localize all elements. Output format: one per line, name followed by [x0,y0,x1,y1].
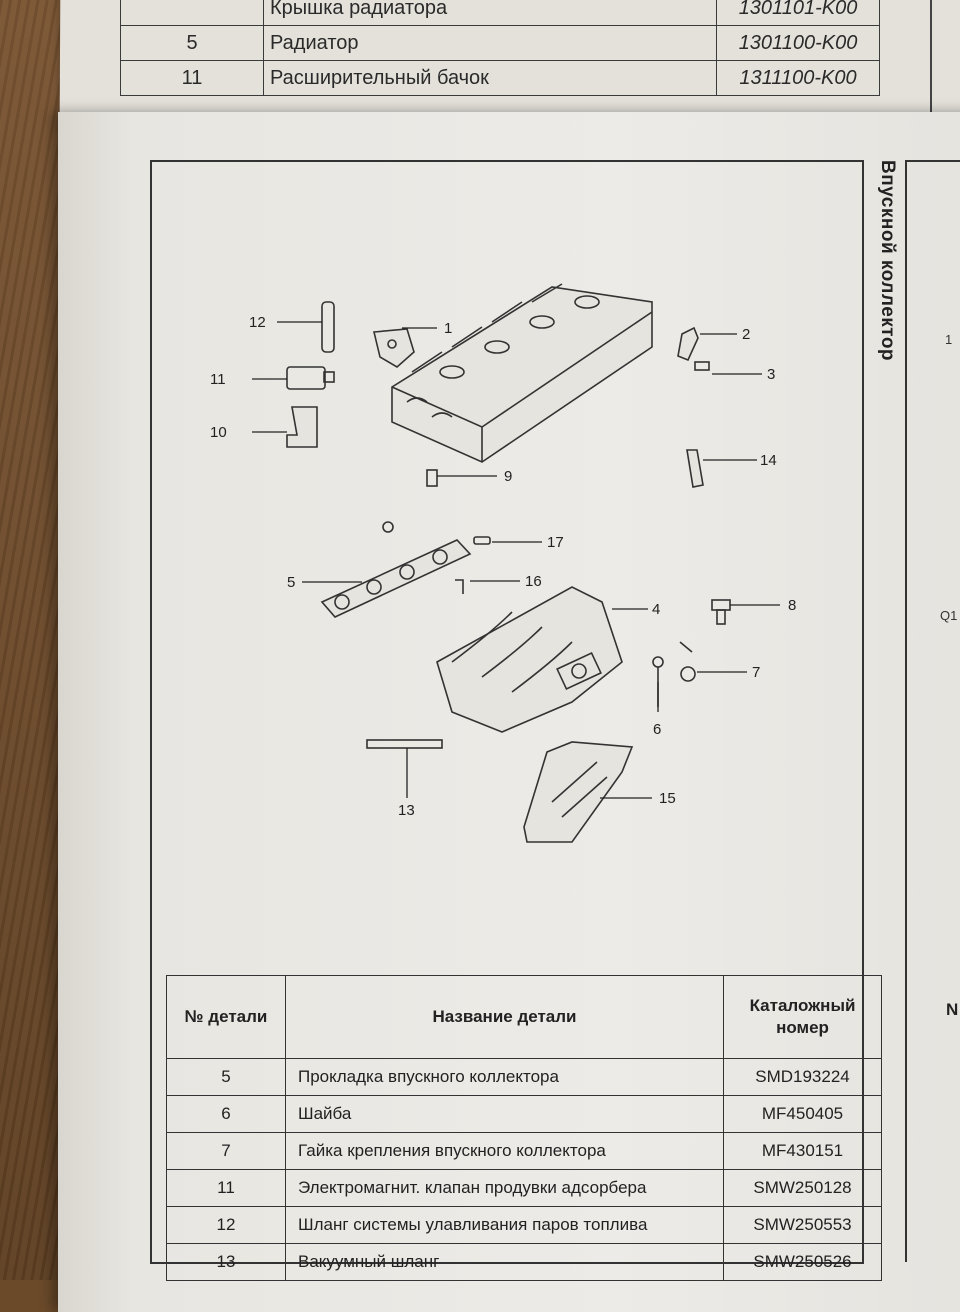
catalog-number: SMW250128 [723,1169,882,1207]
callout-11: 11 [210,371,226,388]
callout-2: 2 [742,326,750,343]
catalog-number: SMW250526 [723,1243,882,1281]
callout-10: 10 [210,424,227,441]
part-name: Радиатор [263,25,717,61]
part-number: 11 [120,60,264,96]
part-number: 11 [166,1169,286,1207]
callout-6: 6 [653,721,661,738]
callout-17: 17 [547,534,564,551]
next-column-frame [905,160,960,1262]
part-number: 5 [166,1058,286,1096]
part-name: Электромагнит. клапан продувки адсорбера [285,1169,724,1207]
callout-9: 9 [504,468,512,485]
table-row: 7 Гайка крепления впускного коллектора M… [166,1132,882,1170]
gasket-drawing [320,539,472,618]
part-number: 5 [120,25,264,61]
header-part-number: № детали [166,975,286,1059]
header-part-name: Название детали [285,975,724,1059]
parts-table: № детали Название детали Каталожный номе… [166,975,882,1281]
part-name: Расширительный бачок [263,60,717,96]
callout-16: 16 [525,573,542,590]
table-row: 5 Прокладка впускного коллектора SMD1932… [166,1058,882,1096]
part-number: 7 [166,1132,286,1170]
table-row: 12 Шланг системы улавливания паров топли… [166,1206,882,1244]
callout-8: 8 [788,597,796,614]
catalog-number: SMD193224 [723,1058,882,1096]
part-name: Шайба [285,1095,724,1133]
manifold-cover-drawing [523,741,634,843]
part-number: 6 [166,1095,286,1133]
intake-manifold-drawing [436,586,623,733]
section-title: Впускной коллектор [877,160,898,362]
part-name: Шланг системы улавливания паров топлива [285,1206,724,1244]
callout-4: 4 [652,601,660,618]
part-number: 13 [166,1243,286,1281]
part-name: Прокладка впускного коллектора [285,1058,724,1096]
table-row: 6 Шайба MF450405 [166,1095,882,1133]
previous-page-divider [930,0,932,120]
part-name: Гайка крепления впускного коллектора [285,1132,724,1170]
callout-1: 1 [444,320,452,337]
table-row: Крышка радиатора 1301101-K00 [120,0,880,26]
next-column-callout: 1 [945,332,953,347]
catalog-number: 1301101-K00 [716,0,880,26]
part-name: Вакуумный шланг [285,1243,724,1281]
catalog-number: MF430151 [723,1132,882,1170]
table-row: 13 Вакуумный шланг SMW250526 [166,1243,882,1281]
callout-13: 13 [398,802,415,819]
cylinder-head-drawing [391,283,653,463]
catalog-number: 1301100-K00 [716,25,880,61]
previous-page-table: Крышка радиатора 1301101-K00 5 Радиатор … [120,0,880,96]
callout-12: 12 [249,314,266,331]
table-row: 11 Расширительный бачок 1311100-K00 [120,60,880,96]
next-column-label: Q1 [940,608,958,623]
header-catalog-line2: номер [776,1018,829,1037]
catalog-number: 1311100-K00 [716,60,880,96]
callout-15: 15 [659,790,676,807]
table-row: 11 Электромагнит. клапан продувки адсорб… [166,1169,882,1207]
table-header-row: № детали Название детали Каталожный номе… [166,975,882,1059]
intake-manifold-exploded-diagram: 1 2 3 4 5 6 7 8 9 10 11 12 13 14 15 16 1… [210,283,796,843]
part-name: Крышка радиатора [263,0,717,26]
catalog-number: SMW250553 [723,1206,882,1244]
callout-5: 5 [287,574,295,591]
header-catalog-number: Каталожный номер [723,975,882,1059]
header-catalog-line1: Каталожный [749,996,856,1015]
next-column-header: N [946,1000,959,1019]
callout-3: 3 [767,366,775,383]
part-number [120,0,264,26]
callout-14: 14 [760,452,777,469]
catalog-number: MF450405 [723,1095,882,1133]
callout-7: 7 [752,664,760,681]
table-row: 5 Радиатор 1301100-K00 [120,25,880,61]
part-number: 12 [166,1206,286,1244]
